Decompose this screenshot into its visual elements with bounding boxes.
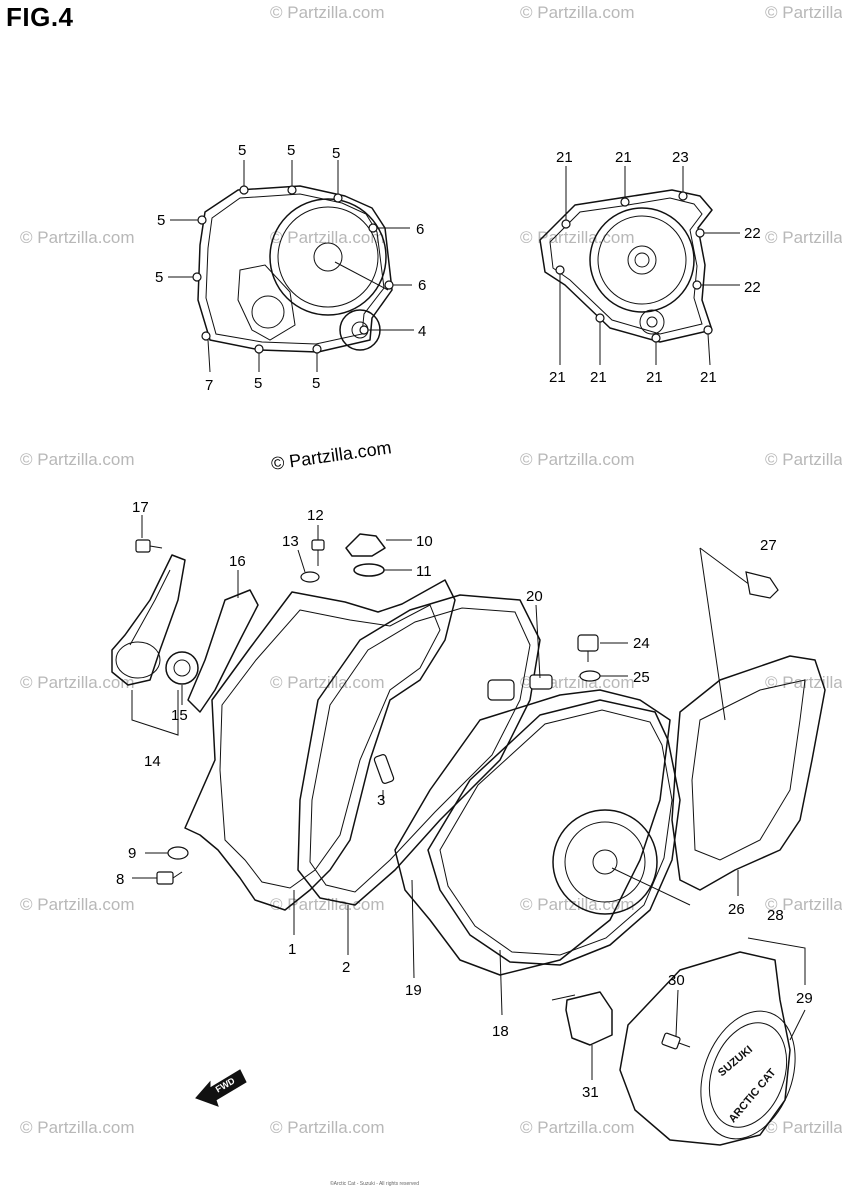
watermark: © Partzilla.com [20,450,135,469]
watermark: © Partzilla.com [520,895,635,914]
cover-logo: SUZUKI ARCTIC CAT [716,1044,779,1126]
watermark: © Partzilla.com [520,228,635,247]
watermark: © Partzilla.com [270,673,385,692]
callout-number: 5 [332,145,340,162]
callout-number: 7 [205,377,213,394]
callout-number: 5 [312,375,320,392]
watermark: © Partzilla.com [270,895,385,914]
callout-number: 22 [744,225,761,242]
footer-fine-print: ©Arctic Cat - Suzuki - All rights reserv… [330,1180,419,1187]
top-left-callouts: 5 5 5 5 5 6 6 4 7 5 5 [155,142,426,394]
callout-number: 1 [288,941,296,958]
callout-number: 24 [633,635,650,652]
callout-number: 4 [418,323,426,340]
watermark: © Partzilla.com [765,450,842,469]
callout-number: 5 [157,212,165,229]
callout-number: 14 [144,753,161,770]
callout-number: 31 [582,1084,599,1101]
callout-number: 6 [416,221,424,238]
callout-number: 18 [492,1023,509,1040]
callout-number: 6 [418,277,426,294]
watermark: © Partzilla.com [765,228,842,247]
top-right-callouts: 21 21 23 22 22 21 21 21 21 [549,149,761,386]
callout-number: 21 [646,369,663,386]
watermark: © Partzilla.com [520,3,635,22]
callout-number: 5 [287,142,295,159]
top-left-cover-gasket [192,185,394,354]
callout-number: 3 [377,792,385,809]
main-assembly [111,533,826,1146]
watermark: © Partzilla.com [20,1118,135,1137]
logo-brand: SUZUKI [716,1044,755,1080]
callout-number: 15 [171,707,188,724]
callout-number: 28 [767,907,784,924]
callout-number: 17 [132,499,149,516]
callout-number: 27 [760,537,777,554]
callout-number: 16 [229,553,246,570]
callout-number: 29 [796,990,813,1007]
watermark: © Partzilla.com [20,895,135,914]
callout-number: 2 [342,959,350,976]
center-watermark: © Partzilla.com [270,437,393,474]
callout-number: 26 [728,901,745,918]
watermark: © Partzilla.com [270,3,385,22]
callout-number: 13 [282,533,299,550]
callout-number: 21 [549,369,566,386]
callout-number: 21 [590,369,607,386]
top-right-magneto-gasket [539,189,713,343]
callout-number: 21 [556,149,573,166]
callout-number: 5 [254,375,262,392]
watermark: © Partzilla.com [765,1118,842,1137]
watermark: © Partzilla.com [270,1118,385,1137]
top-right-leaders [559,166,740,366]
callout-number: 12 [307,507,324,524]
watermark: © Partzilla.com [765,895,842,914]
watermark: © Partzilla.com [520,1118,635,1137]
callout-number: 20 [526,588,543,605]
watermark: © Partzilla.com [765,673,842,692]
figure-title: FIG.4 [6,2,74,32]
main-callouts: 17 12 13 16 10 11 20 27 24 25 14 15 3 9 … [116,499,813,1101]
callout-number: 19 [405,982,422,999]
watermark: © Partzilla.com [765,3,842,22]
main-leaders [131,515,806,1080]
callout-number: 30 [668,972,685,989]
callout-number: 5 [238,142,246,159]
watermark: © Partzilla.com [520,450,635,469]
callout-number: 21 [700,369,717,386]
callout-number: 9 [128,845,136,862]
callout-number: 21 [615,149,632,166]
watermark: © Partzilla.com [20,228,135,247]
watermark: © Partzilla.com [270,228,385,247]
watermark: © Partzilla.com [20,673,135,692]
callout-number: 5 [155,269,163,286]
callout-number: 23 [672,149,689,166]
callout-number: 11 [416,563,432,580]
fwd-arrow-icon: FWD [195,1069,247,1107]
top-left-leaders [168,160,414,373]
callout-number: 25 [633,669,650,686]
callout-number: 22 [744,279,761,296]
callout-number: 8 [116,871,124,888]
logo-subtitle: ARCTIC CAT [727,1066,779,1125]
callout-number: 10 [416,533,433,550]
watermark-group: © Partzilla.com © Partzilla.com © Partzi… [20,3,842,1137]
